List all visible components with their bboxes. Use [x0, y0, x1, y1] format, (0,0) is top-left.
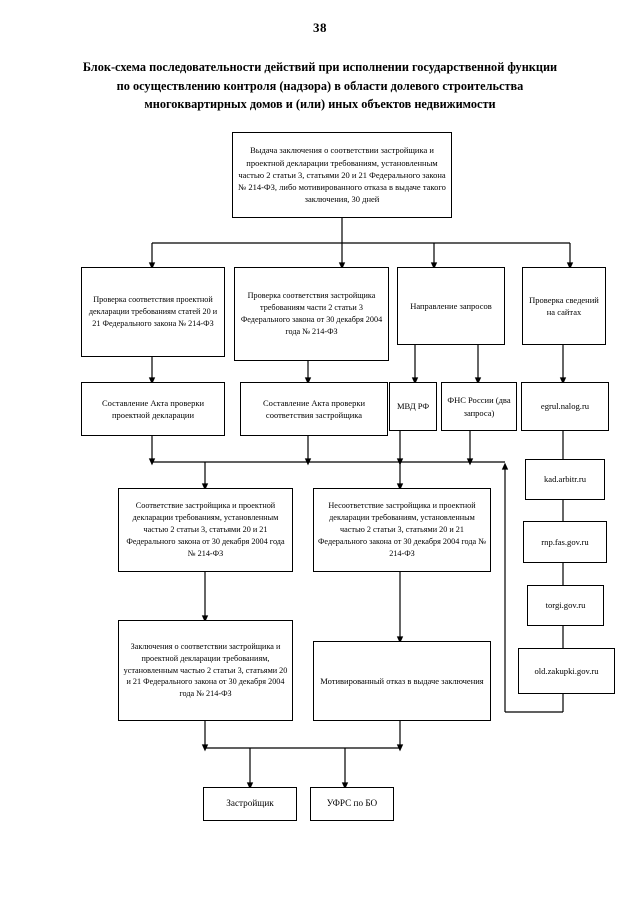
node-noncompliance: Несоответствие застройщика и проектной д… [313, 488, 491, 572]
node-site-kad: kad.arbitr.ru [525, 459, 605, 500]
node-ufrs-label: УФРС по БО [326, 798, 378, 809]
node-site-torgi-label: torgi.gov.ru [545, 600, 586, 611]
node-site-kad-label: kad.arbitr.ru [544, 474, 586, 485]
node-act-declaration-label: Составление Акта проверки проектной декл… [102, 397, 204, 420]
node-act-developer: Составление Акта проверки соответствия з… [240, 382, 388, 436]
node-compliance-label: Соответствие застройщика и проектной дек… [126, 501, 285, 558]
node-send-requests: Направление запросов [397, 267, 505, 345]
node-compliance: Соответствие застройщика и проектной дек… [118, 488, 293, 572]
node-mvd: МВД РФ [389, 382, 437, 431]
node-developer-label: Застройщик [226, 798, 274, 809]
node-fns-label: ФНС России (два запроса) [447, 395, 511, 418]
node-send-requests-label: Направление запросов [410, 300, 492, 311]
node-check-declaration-label: Проверка соответствия проектной декларац… [88, 295, 218, 328]
page-number: 38 [313, 20, 327, 35]
node-check-developer: Проверка соответствия застройщика требов… [234, 267, 389, 361]
node-developer: Застройщик [203, 787, 297, 821]
node-ufrs: УФРС по БО [310, 787, 394, 821]
node-site-egrul: egrul.nalog.ru [521, 382, 609, 431]
node-conclusion-label: Заключения о соответствии застройщика и … [123, 641, 288, 699]
node-site-zakupki-label: old.zakupki.gov.ru [534, 665, 599, 676]
node-site-rnp-label: rnp.fas.gov.ru [541, 536, 589, 547]
node-refusal: Мотивированный отказ в выдаче заключения [313, 641, 491, 721]
node-conclusion: Заключения о соответствии застройщика и … [118, 620, 293, 721]
node-check-sites: Проверка сведений на сайтах [522, 267, 606, 345]
node-check-declaration: Проверка соответствия проектной декларац… [81, 267, 225, 357]
node-root: Выдача заключения о соответствии застрой… [232, 132, 452, 218]
node-site-egrul-label: egrul.nalog.ru [540, 401, 590, 412]
page-title: Блок-схема последовательности действий п… [82, 60, 558, 112]
node-fns: ФНС России (два запроса) [441, 382, 517, 431]
node-check-sites-label: Проверка сведений на сайтах [529, 294, 599, 317]
node-check-developer-label: Проверка соответствия застройщика требов… [240, 291, 383, 336]
node-site-zakupki: old.zakupki.gov.ru [518, 648, 615, 694]
node-noncompliance-label: Несоответствие застройщика и проектной д… [317, 501, 487, 558]
node-act-developer-label: Составление Акта проверки соответствия з… [263, 397, 365, 420]
node-site-rnp: rnp.fas.gov.ru [523, 521, 607, 563]
node-root-label: Выдача заключения о соответствии застрой… [238, 145, 446, 205]
node-refusal-label: Мотивированный отказ в выдаче заключения [320, 675, 484, 686]
node-site-torgi: torgi.gov.ru [527, 585, 604, 626]
node-mvd-label: МВД РФ [396, 401, 430, 412]
node-act-declaration: Составление Акта проверки проектной декл… [81, 382, 225, 436]
